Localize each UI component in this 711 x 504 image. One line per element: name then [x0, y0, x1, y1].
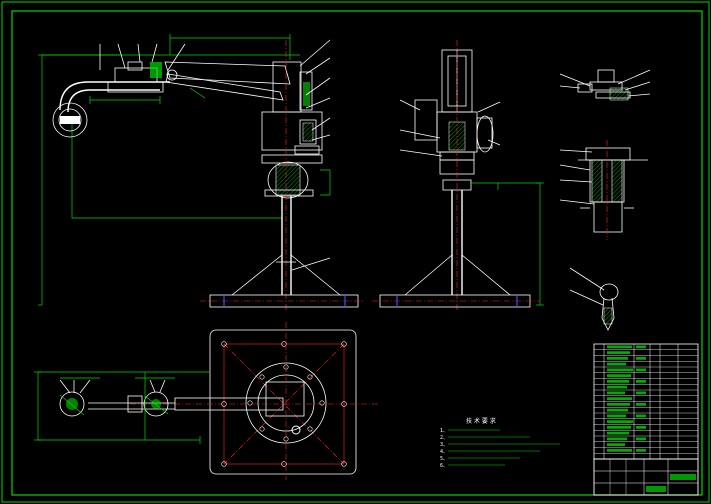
plan-view [34, 322, 380, 480]
detail-views [559, 69, 651, 331]
note-line-5: 5、 [440, 456, 448, 462]
note-line-2: 2、 [440, 435, 448, 441]
note-line-6: 6、 [440, 463, 448, 469]
note-line-3: 3、 [440, 442, 448, 448]
technical-notes: 技 术 要 求 1、 2、 3、 4、 5、 6、 [440, 417, 560, 469]
parts-list-table [593, 343, 699, 460]
inner-frame [11, 10, 703, 496]
note-line-4: 4、 [440, 449, 448, 455]
note-line-1: 1、 [440, 428, 448, 434]
front-view [38, 34, 365, 312]
title-block [593, 458, 699, 496]
side-view [372, 40, 544, 312]
notes-title: 技 术 要 求 [466, 417, 496, 425]
